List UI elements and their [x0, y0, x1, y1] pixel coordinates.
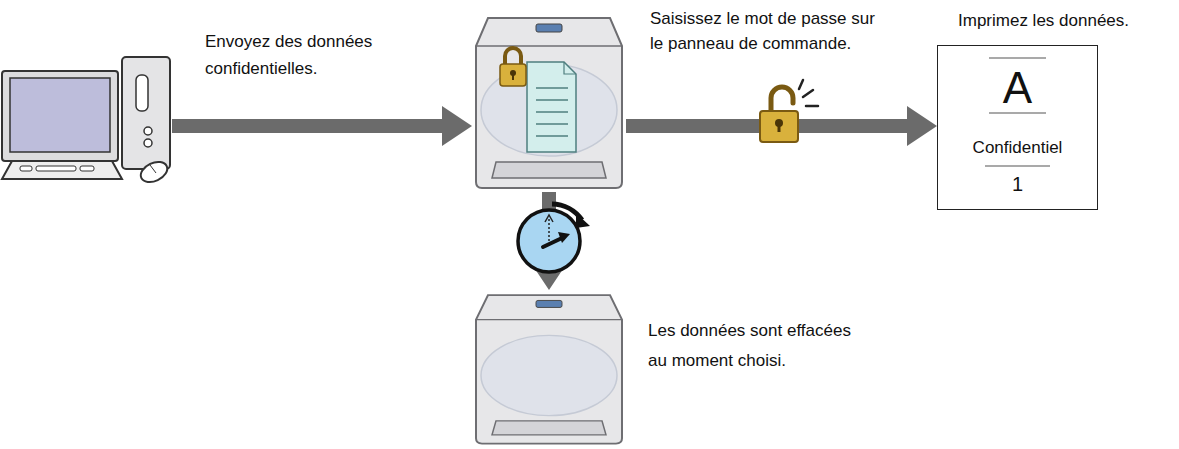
clock-dashed-tip [545, 215, 553, 222]
computer-monitor [2, 71, 118, 161]
arrow-label: Envoyez des données confidentielles. [205, 28, 395, 82]
flow-arrow [529, 192, 569, 290]
printed-page: Imprimez les données.AConfidentiel1 [937, 45, 1098, 210]
clock-arc [552, 204, 582, 220]
flow-arrow [626, 106, 937, 146]
clock-face [518, 210, 580, 272]
computer-keyboard [2, 161, 122, 179]
page-letter: A [938, 64, 1097, 112]
keyhole [778, 123, 781, 132]
keyhole [775, 119, 783, 127]
clock-hand-tip [558, 232, 570, 243]
clock-dashed-hand [548, 219, 550, 241]
printer-illustration-art [472, 290, 626, 447]
clock-hand [543, 238, 562, 247]
printer-body [476, 295, 622, 443]
sparkle-lines [799, 80, 818, 106]
arrow-label: Saisissez le mot de passe sur le panneau… [650, 6, 884, 56]
printer-illustration [472, 12, 626, 192]
flow-arrow [172, 106, 472, 146]
page-heading: Imprimez les données. [958, 9, 1129, 33]
computer-illustration-art [0, 55, 172, 183]
page-stamp: Confidentiel [938, 136, 1097, 160]
page-number: 1 [938, 170, 1097, 198]
timer-clock-icon [518, 204, 590, 272]
padlock-shackle [771, 87, 793, 113]
padlock-body [760, 111, 798, 142]
closed-padlock-icon [500, 48, 526, 86]
clock-arc-tip [576, 213, 590, 228]
printer-body [476, 18, 622, 188]
node-note: Les données sont effacées au moment choi… [648, 316, 863, 376]
printer-illustration: Les données sont effacées au moment choi… [472, 290, 626, 447]
computer-illustration [0, 55, 172, 183]
computer-tower [122, 57, 170, 169]
open-padlock-icon [760, 80, 818, 142]
printer-illustration-art [472, 12, 626, 192]
computer-mouse [138, 158, 171, 186]
document-icon [527, 62, 576, 152]
